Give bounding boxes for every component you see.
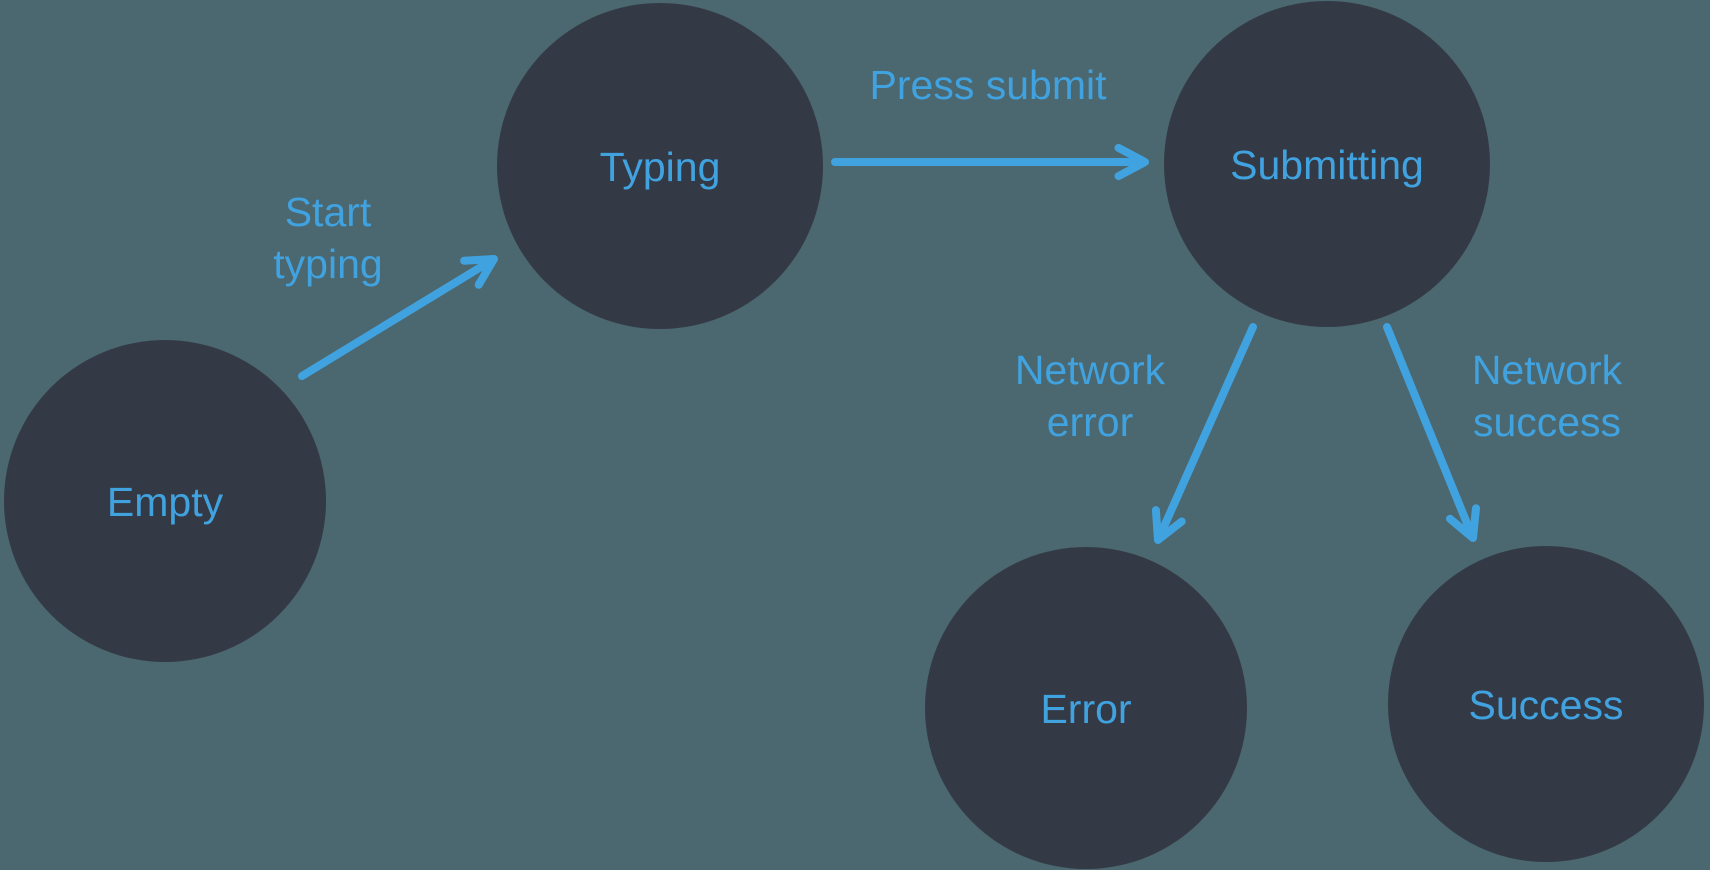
state-submitting: Submitting <box>1164 1 1490 327</box>
state-node-submitting <box>1164 1 1490 327</box>
arrow-head-icon <box>1446 504 1480 542</box>
arrow-head-icon <box>1151 506 1186 544</box>
transition-label-press-submit: Press submit <box>870 62 1108 108</box>
state-empty: Empty <box>4 340 326 662</box>
arrow-head-icon <box>460 255 498 289</box>
state-error: Error <box>925 547 1247 869</box>
state-label-submitting: Submitting <box>1230 142 1424 188</box>
state-typing: Typing <box>497 3 823 329</box>
arrow-shaft <box>1157 323 1257 537</box>
state-node-empty <box>4 340 326 662</box>
state-success: Success <box>1388 546 1704 862</box>
transition-press-submit: Press submit <box>831 62 1149 181</box>
state-node-typing <box>497 3 823 329</box>
state-node-error <box>925 547 1247 869</box>
state-label-empty: Empty <box>107 479 224 525</box>
arrow-shaft <box>1383 323 1474 535</box>
state-label-error: Error <box>1040 686 1131 732</box>
state-label-success: Success <box>1469 682 1624 728</box>
state-label-typing: Typing <box>600 144 721 190</box>
arrow-head-icon <box>1114 143 1149 181</box>
state-node-success <box>1388 546 1704 862</box>
arrow-shaft <box>298 259 492 380</box>
